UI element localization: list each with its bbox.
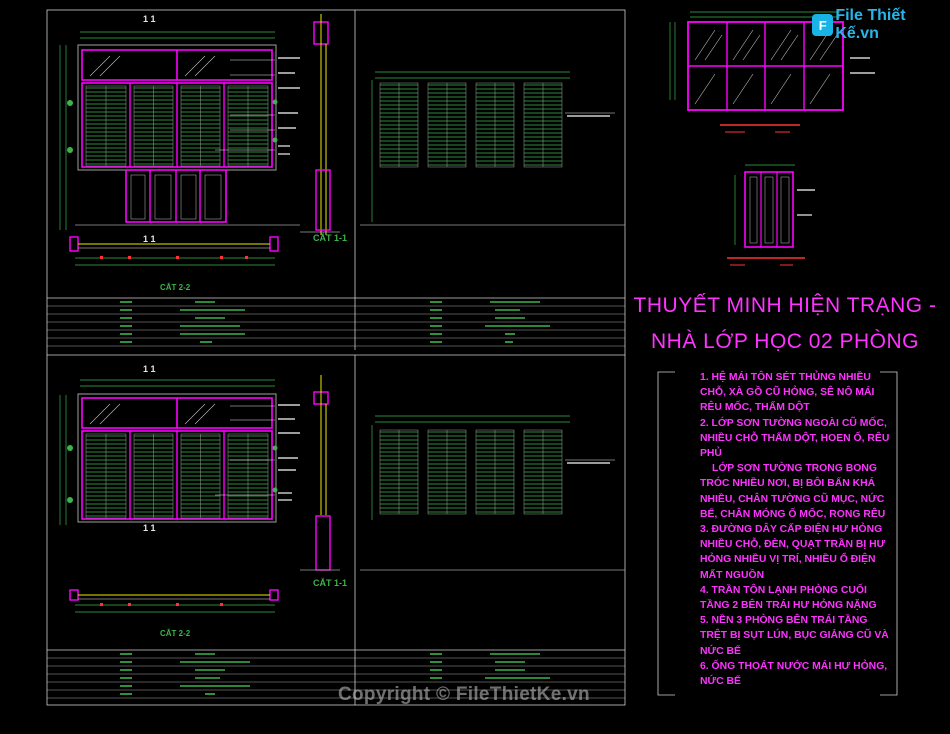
label-cat-2-2-bottom: CẮT 2-2 [160,629,191,638]
elevation-bottom-left [59,375,340,613]
elevation-bottom-right [360,415,625,571]
label-cat-1-1-bottom: CẮT 1-1 [313,578,347,588]
note-item: 4. TRẦN TÔN LẠNH PHÒNG CUỐI TẦNG 2 BÊN T… [700,584,877,612]
title-line-2: NHÀ LỚP HỌC 02 PHÒNG [650,330,920,353]
logo-icon: F [812,14,834,36]
label-cat-1-1-top: CẮT 1-1 [313,233,347,243]
site-logo: F File Thiết Kế.vn [812,7,950,42]
mark-1-1-a: 1 1 [143,14,156,24]
note-item: 5. NỀN 3 PHÒNG BÊN TRÁI TẦNG TRỆT BỊ SỤT… [700,615,889,657]
note-item: 2. LỚP SƠN TƯỜNG NGOÀI CŨ MỐC, NHIỀU CHỖ… [700,417,890,460]
label-cat-2-2-top: CẮT 2-2 [160,283,191,292]
logo-text: File Thiết Kế.vn [835,7,906,42]
mark-1-1-b: 1 1 [143,234,156,244]
mark-1-1-d: 1 1 [143,523,156,533]
notes-frame [657,371,898,696]
note-item: LỚP SƠN TƯỜNG TRONG BONG TRÓC NHIỀU NƠI,… [700,463,886,520]
note-item: 1. HỆ MÁI TÔN SÉT THỦNG NHIỀU CHỖ, XÀ GỒ… [700,372,875,414]
window-detail-right [669,11,875,266]
note-item: 3. ĐƯỜNG DÂY CẤP ĐIỆN HƯ HỎNG NHIỀU CHỖ,… [700,524,886,581]
title-block-text [120,301,550,695]
elevation-top-right [360,71,625,226]
mark-1-1-c: 1 1 [143,364,156,374]
left-drawing-frame [46,9,626,706]
elevation-top-left [59,14,340,266]
copyright-watermark: Copyright © FileThietKe.vn [338,684,590,705]
condition-notes: 1. HỆ MÁI TÔN SÉT THỦNG NHIỀU CHỖ, XÀ GỒ… [700,370,895,689]
title-line-1: THUYẾT MINH HIỆN TRẠNG - [633,294,937,317]
note-item: 6. ỐNG THOÁT NƯỚC MÁI HƯ HỎNG, NỨC BỂ [700,660,888,688]
